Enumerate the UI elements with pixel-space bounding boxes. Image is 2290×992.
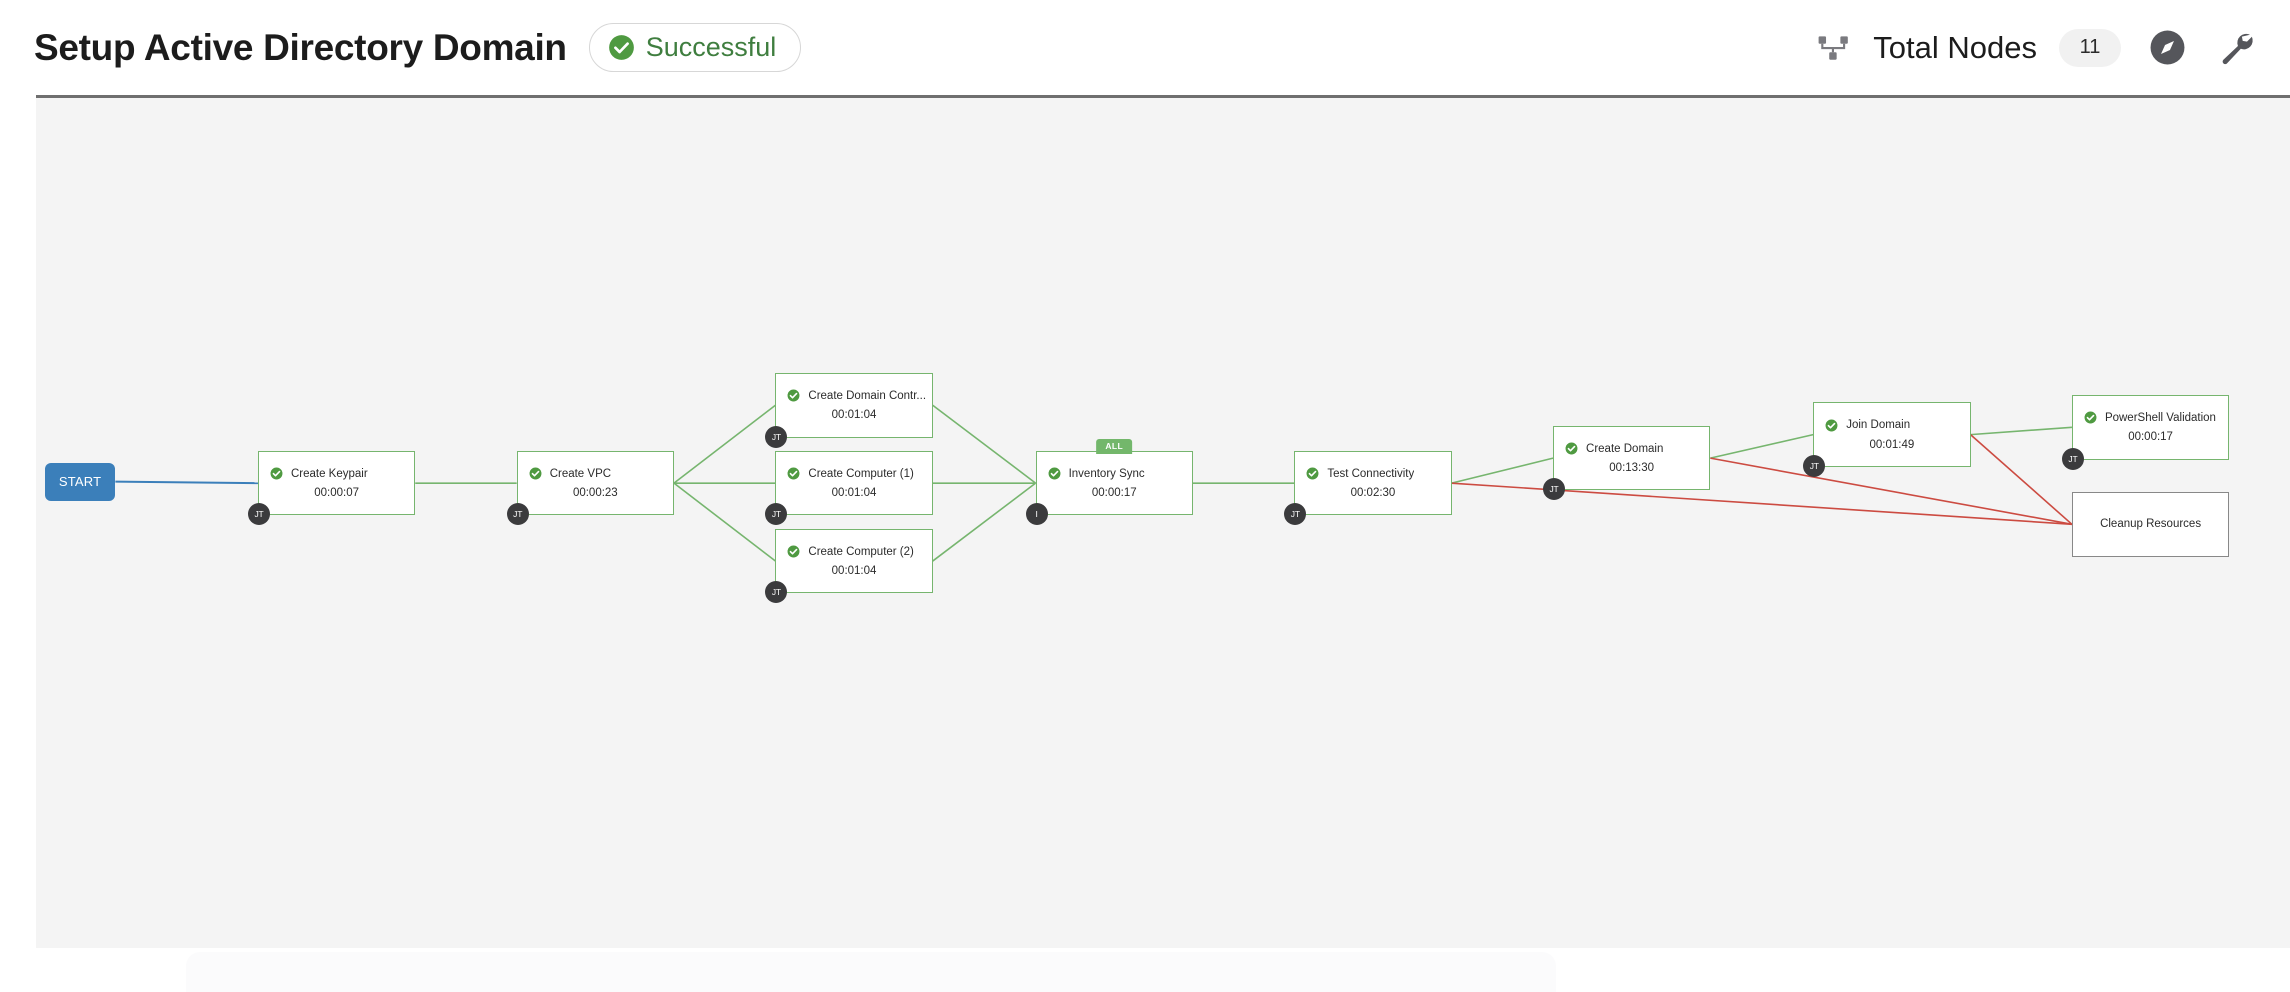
node-duration: 00:13:30 bbox=[1609, 462, 1655, 475]
status-badge: Successful bbox=[588, 23, 802, 72]
check-circle-icon bbox=[529, 467, 542, 480]
check-circle-icon bbox=[608, 35, 634, 60]
node-title: Create Domain bbox=[1586, 442, 1664, 455]
start-node[interactable]: START bbox=[44, 462, 116, 501]
wrench-icon[interactable] bbox=[2218, 29, 2256, 67]
node-duration: 00:00:23 bbox=[572, 487, 618, 500]
sitemap-icon bbox=[1818, 35, 1849, 60]
edge-join-domain-to-cleanup-resources bbox=[1969, 434, 2073, 525]
edge-create-computer-2-to-inventory-sync bbox=[932, 482, 1037, 562]
node-source-badge[interactable]: JT bbox=[1284, 503, 1307, 526]
edge-test-connectivity-to-create-domain bbox=[1451, 457, 1554, 484]
node-source-badge[interactable]: JT bbox=[1543, 478, 1566, 501]
node-source-badge[interactable]: JT bbox=[765, 581, 788, 604]
node-title-row: Create VPC bbox=[518, 467, 673, 480]
edge-create-vpc-to-create-domain-controller bbox=[673, 404, 776, 484]
node-source-badge[interactable]: JT bbox=[247, 503, 270, 526]
node-title-row: Test Connectivity bbox=[1295, 467, 1450, 480]
node-title-row: Create Domain bbox=[1554, 442, 1709, 455]
node-source-badge[interactable]: JT bbox=[765, 503, 788, 526]
node-duration: 00:01:04 bbox=[831, 409, 877, 422]
edge-create-domain-to-cleanup-resources bbox=[1710, 457, 2073, 526]
edge-create-domain-to-join-domain bbox=[1710, 433, 1814, 459]
node-duration: 00:02:30 bbox=[1350, 487, 1396, 500]
node-duration: 00:00:17 bbox=[1091, 487, 1137, 500]
node-title-row: Create Computer (1) bbox=[776, 467, 931, 480]
node-source-badge[interactable]: JT bbox=[765, 425, 788, 448]
node-source-badge[interactable]: JT bbox=[506, 503, 529, 526]
node-title-row: Create Keypair bbox=[259, 467, 414, 480]
check-circle-icon bbox=[787, 467, 800, 480]
node-title-row: Create Domain Contr... bbox=[776, 389, 931, 402]
total-nodes-label: Total Nodes bbox=[1873, 29, 2037, 65]
node-title: Create Domain Contr... bbox=[808, 389, 927, 402]
node-title: Inventory Sync bbox=[1068, 467, 1145, 480]
node-title: Create Computer (1) bbox=[808, 467, 914, 480]
check-circle-icon bbox=[1048, 467, 1061, 480]
check-circle-icon bbox=[270, 467, 283, 480]
edge-layer bbox=[115, 404, 2073, 562]
node-title: Create Keypair bbox=[290, 467, 368, 480]
header-left-group: Setup Active Directory Domain Successful bbox=[34, 23, 802, 72]
node-duration: 00:00:17 bbox=[2128, 431, 2173, 444]
header-right-group: Total Nodes 11 bbox=[1817, 0, 2256, 95]
node-title-row: Create Computer (2) bbox=[776, 545, 931, 558]
node-source-badge[interactable]: JT bbox=[2061, 447, 2084, 470]
node-duration: 00:01:04 bbox=[831, 565, 877, 578]
check-circle-icon bbox=[1825, 419, 1838, 432]
edge-join-domain-to-powershell-validation bbox=[1970, 426, 2073, 436]
edge-create-domain-controller-to-inventory-sync bbox=[932, 404, 1037, 484]
page-title: Setup Active Directory Domain bbox=[34, 26, 567, 68]
check-circle-icon bbox=[787, 545, 800, 558]
workflow-node-cleanup-resources[interactable]: Cleanup Resources bbox=[2071, 491, 2230, 557]
total-nodes-count: 11 bbox=[2059, 28, 2121, 67]
node-title: Create VPC bbox=[549, 467, 612, 480]
check-circle-icon bbox=[1306, 467, 1319, 480]
edge-create-vpc-to-create-computer-2 bbox=[673, 482, 776, 562]
node-source-badge[interactable]: I bbox=[1025, 503, 1048, 526]
node-title: Test Connectivity bbox=[1327, 467, 1415, 480]
footer-panel-peek bbox=[186, 952, 1556, 992]
node-duration: 00:01:49 bbox=[1869, 438, 1915, 451]
edge-start-to-create-keypair bbox=[115, 480, 258, 485]
status-label: Successful bbox=[645, 32, 777, 62]
node-title-row: PowerShell Validation bbox=[2073, 411, 2228, 424]
node-title: Cleanup Resources bbox=[2100, 518, 2202, 531]
compass-icon[interactable] bbox=[2149, 29, 2186, 66]
node-title: PowerShell Validation bbox=[2104, 411, 2216, 424]
node-duration: 00:01:04 bbox=[831, 487, 877, 500]
node-title: Create Computer (2) bbox=[808, 545, 914, 558]
check-circle-icon bbox=[787, 389, 800, 402]
check-circle-icon bbox=[1565, 442, 1578, 455]
node-duration: 00:00:07 bbox=[314, 487, 359, 500]
check-circle-icon bbox=[2084, 411, 2097, 424]
node-title: Join Domain bbox=[1846, 419, 1911, 432]
app-header: Setup Active Directory Domain Successful… bbox=[0, 0, 2290, 95]
node-title-row: Inventory Sync bbox=[1037, 467, 1192, 480]
node-source-badge[interactable]: JT bbox=[1803, 454, 1826, 477]
node-title-row: Cleanup Resources bbox=[2073, 518, 2228, 530]
node-scope-badge: ALL bbox=[1096, 438, 1133, 454]
node-title-row: Join Domain bbox=[1814, 419, 1969, 432]
